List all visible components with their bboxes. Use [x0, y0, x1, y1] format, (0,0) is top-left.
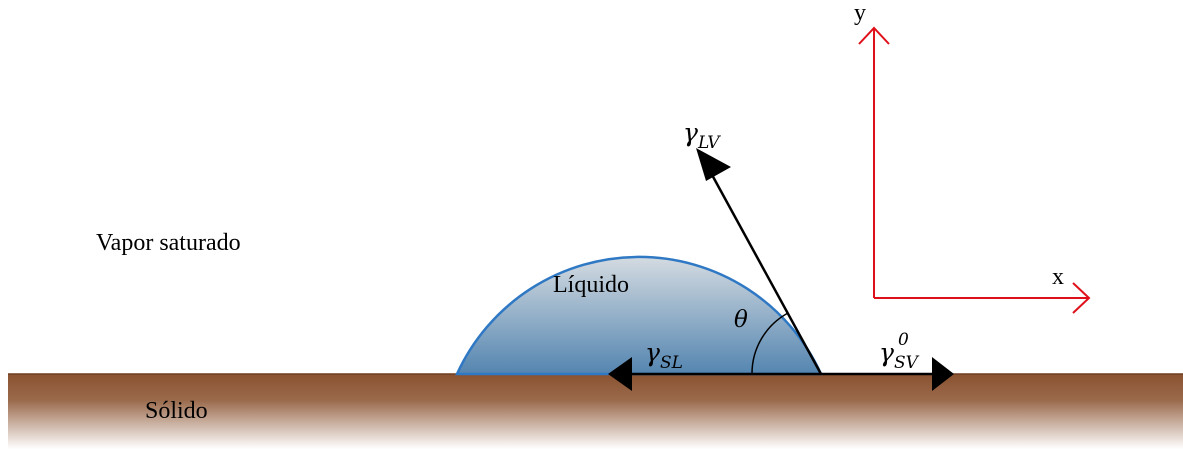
solid-substrate	[8, 374, 1183, 449]
theta-label: θ	[734, 307, 748, 333]
contact-angle-arc	[751, 312, 789, 375]
gamma-sl-symbol: γ	[645, 338, 660, 367]
gamma-lv-arrowhead	[696, 148, 731, 181]
gamma-lv-symbol: γ	[683, 118, 698, 147]
liquid-droplet	[455, 255, 823, 376]
solid-label: Sólido	[145, 398, 208, 424]
y-axis-label: y	[854, 0, 866, 26]
vapor-label: Vapor saturado	[96, 230, 241, 256]
gamma-sl-arrowhead	[608, 357, 632, 391]
gamma-sv-arrowhead	[932, 357, 954, 391]
gamma-sl-subscript: SL	[660, 353, 683, 373]
x-axis-label: x	[1052, 264, 1064, 290]
x-axis-arrowhead	[1072, 282, 1091, 314]
gamma-lv-label: γ LV	[683, 118, 721, 153]
gamma-lv-vector	[709, 172, 823, 375]
gamma-sv-subscript: SV	[894, 353, 920, 373]
gamma-lv-subscript: LV	[697, 133, 721, 153]
y-axis-arrowhead	[858, 26, 890, 45]
gamma-sv-symbol: γ	[879, 338, 894, 367]
gamma-sv-label: γ SV 0	[879, 330, 920, 373]
liquid-label: Líquido	[553, 272, 629, 298]
gamma-sv-superscript: 0	[898, 330, 909, 350]
gamma-sl-label: γ SL	[645, 338, 683, 373]
